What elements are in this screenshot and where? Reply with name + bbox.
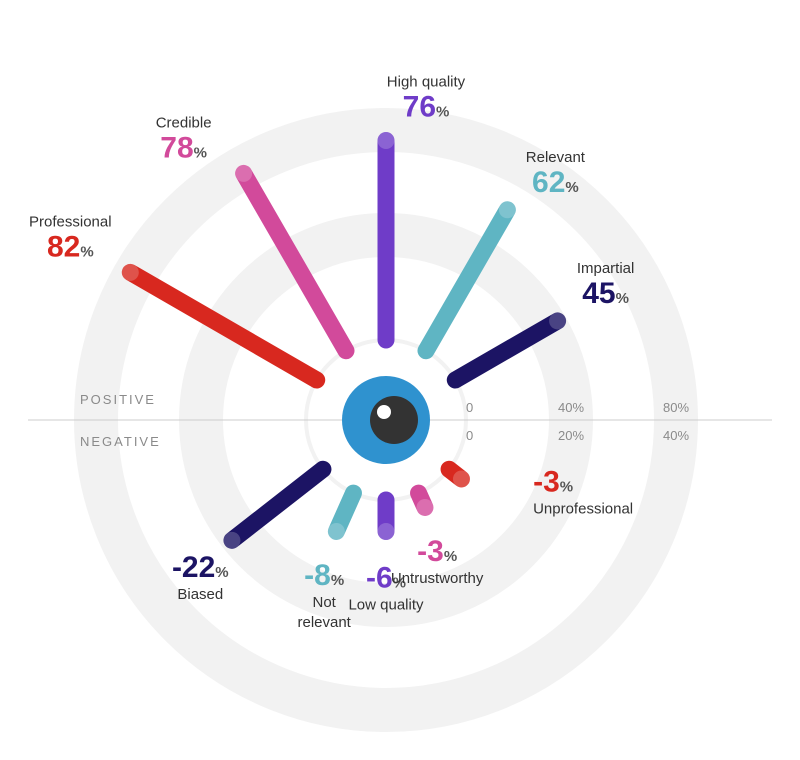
negative-bar-untrustworthy	[410, 484, 434, 516]
negative-label-not-relevant: -8% Not relevant	[297, 559, 351, 631]
positive-bar-credible-tip	[235, 164, 253, 182]
positive-bar-professional	[121, 263, 326, 389]
scale-label-positive-0: 0	[466, 400, 473, 415]
negative-bar-not-relevant	[327, 484, 362, 540]
positive-bar-relevant-tip	[498, 201, 516, 219]
value-percent: %	[560, 478, 573, 495]
value-number: 62	[532, 166, 565, 199]
positive-category-label: Impartial	[577, 260, 635, 277]
value-number: 45	[582, 277, 615, 310]
value-percent: %	[194, 144, 207, 161]
positive-bar-professional-tip	[121, 263, 139, 281]
positive-value-label: 45%	[582, 277, 629, 310]
positive-category-label: Professional	[29, 213, 112, 230]
value-percent: %	[436, 104, 449, 121]
value-number: -22	[172, 551, 215, 584]
value-number: 82	[47, 230, 80, 263]
positive-value-label: 76%	[403, 91, 450, 124]
negative-value-label: -8%	[304, 559, 344, 592]
negative-category-label: relevant	[297, 614, 351, 631]
negative-category-label: Not	[313, 594, 337, 611]
positive-value-label: 82%	[47, 230, 94, 263]
scale-label-negative-1: 20%	[558, 428, 584, 443]
positive-bar-impartial	[446, 312, 567, 389]
value-number: -3	[417, 535, 444, 568]
positive-category-label: High quality	[387, 74, 466, 91]
positive-section-label: POSITIVE	[80, 392, 156, 407]
scale-label-positive-1: 40%	[558, 400, 584, 415]
negative-bar-untrustworthy-tip	[416, 498, 434, 516]
negative-bar-biased	[223, 460, 332, 549]
value-percent: %	[616, 290, 629, 307]
negative-category-label: Low quality	[348, 597, 424, 614]
value-number: -8	[304, 559, 331, 592]
positive-bar-credible	[235, 164, 355, 360]
value-number: 76	[403, 91, 436, 124]
negative-category-label: Unprofessional	[533, 500, 633, 517]
scale-labels: 0 40% 80% 0 20% 40%	[466, 400, 689, 443]
negative-value-label: -3%	[533, 465, 573, 498]
value-percent: %	[80, 243, 93, 260]
value-number: 78	[160, 131, 193, 164]
value-number: -3	[533, 465, 560, 498]
positive-category-label: Relevant	[526, 149, 586, 166]
eye-icon	[342, 376, 430, 464]
scale-label-negative-2: 40%	[663, 428, 689, 443]
negative-section-label: NEGATIVE	[80, 434, 161, 449]
bars	[121, 132, 567, 549]
negative-bar-low-quality-tip	[377, 523, 395, 540]
negative-value-label: -22%	[172, 551, 229, 584]
negative-bar-biased-tip	[223, 531, 241, 549]
positive-category-label: Credible	[156, 114, 212, 131]
positive-bar-high-quality-tip	[377, 132, 395, 149]
value-percent: %	[331, 572, 344, 589]
positive-value-label: 78%	[160, 131, 207, 164]
positive-bar-impartial-tip	[549, 312, 567, 330]
value-percent: %	[393, 575, 406, 592]
eye-highlight	[377, 405, 391, 419]
negative-bar-unprofessional-tip	[452, 470, 470, 488]
negative-label-biased: -22% Biased	[172, 551, 229, 603]
negative-bar-unprofessional	[440, 460, 470, 488]
negative-category-label: Untrustworthy	[391, 570, 484, 587]
value-percent: %	[444, 548, 457, 565]
negative-label-unprofessional: -3% Unprofessional	[533, 465, 633, 517]
negative-label-untrustworthy: -3% Untrustworthy	[391, 535, 484, 587]
positive-value-label: 62%	[532, 166, 579, 199]
negative-value-label: -3%	[417, 535, 457, 568]
scale-label-negative-0: 0	[466, 428, 473, 443]
negative-value-label: -6%	[366, 562, 406, 595]
scale-label-positive-2: 80%	[663, 400, 689, 415]
negative-category-label: Biased	[177, 586, 223, 603]
value-percent: %	[565, 179, 578, 196]
value-percent: %	[215, 564, 228, 581]
negative-bar-not-relevant-tip	[327, 522, 345, 540]
value-number: -6	[366, 562, 393, 595]
eye-pupil	[370, 396, 418, 444]
positive-bar-relevant	[417, 201, 516, 360]
negative-label-low-quality: -6% Low quality	[348, 562, 424, 614]
